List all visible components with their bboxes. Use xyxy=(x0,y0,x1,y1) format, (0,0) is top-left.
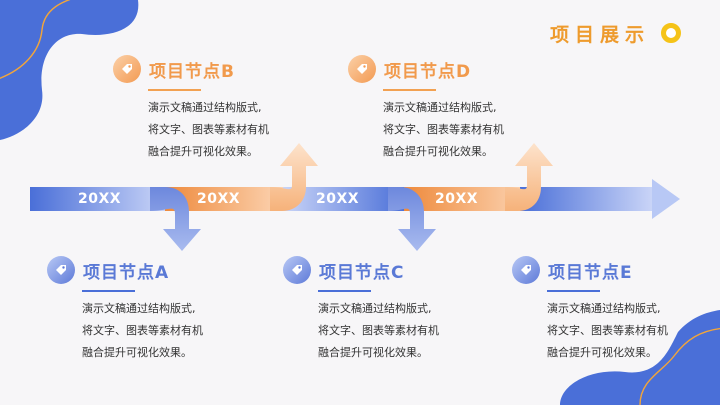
node-underline xyxy=(82,290,135,292)
node-b: 项目节点B 演示文稿通过结构版式,将文字、图表等素材有机融合提升可视化效果。 xyxy=(113,54,333,163)
node-description: 演示文稿通过结构版式,将文字、图表等素材有机融合提升可视化效果。 xyxy=(318,302,439,359)
node-title: 项目节点E xyxy=(548,262,633,283)
circle-icon xyxy=(661,23,681,43)
node-a: 项目节点A 演示文稿通过结构版式,将文字、图表等素材有机融合提升可视化效果。 xyxy=(47,255,267,364)
timeline-segment xyxy=(520,187,652,211)
node-title: 项目节点C xyxy=(319,262,405,283)
node-underline xyxy=(318,290,371,292)
timeline-segment xyxy=(30,187,165,211)
node-description: 演示文稿通过结构版式,将文字、图表等素材有机融合提升可视化效果。 xyxy=(82,302,203,359)
node-c: 项目节点C 演示文稿通过结构版式,将文字、图表等素材有机融合提升可视化效果。 xyxy=(283,255,503,364)
node-underline xyxy=(383,89,436,91)
node-description: 演示文稿通过结构版式,将文字、图表等素材有机融合提升可视化效果。 xyxy=(148,101,269,158)
node-title: 项目节点A xyxy=(83,262,170,283)
timeline-arrow-head xyxy=(652,179,680,219)
up-arrow xyxy=(505,143,553,211)
tag-icon xyxy=(512,256,540,284)
timeline-year: 20XX xyxy=(197,191,241,207)
down-arrow xyxy=(388,187,436,251)
up-arrow xyxy=(270,143,318,211)
page-title: 项目展示 xyxy=(549,24,650,46)
node-underline xyxy=(148,89,201,91)
tag-icon xyxy=(47,256,75,284)
node-description: 演示文稿通过结构版式,将文字、图表等素材有机融合提升可视化效果。 xyxy=(383,101,504,158)
timeline-year: 20XX xyxy=(316,191,360,207)
node-underline xyxy=(547,290,600,292)
node-description: 演示文稿通过结构版式,将文字、图表等素材有机融合提升可视化效果。 xyxy=(547,302,668,359)
tag-icon xyxy=(113,55,141,83)
timeline-year: 20XX xyxy=(78,191,122,207)
down-arrow xyxy=(150,187,201,251)
node-title: 项目节点D xyxy=(384,61,472,82)
node-d: 项目节点D 演示文稿通过结构版式,将文字、图表等素材有机融合提升可视化效果。 xyxy=(348,54,568,163)
node-e: 项目节点E 演示文稿通过结构版式,将文字、图表等素材有机融合提升可视化效果。 xyxy=(512,255,720,364)
tag-icon xyxy=(283,256,311,284)
node-title: 项目节点B xyxy=(149,61,235,82)
timeline-year: 20XX xyxy=(435,191,479,207)
tag-icon xyxy=(348,55,376,83)
